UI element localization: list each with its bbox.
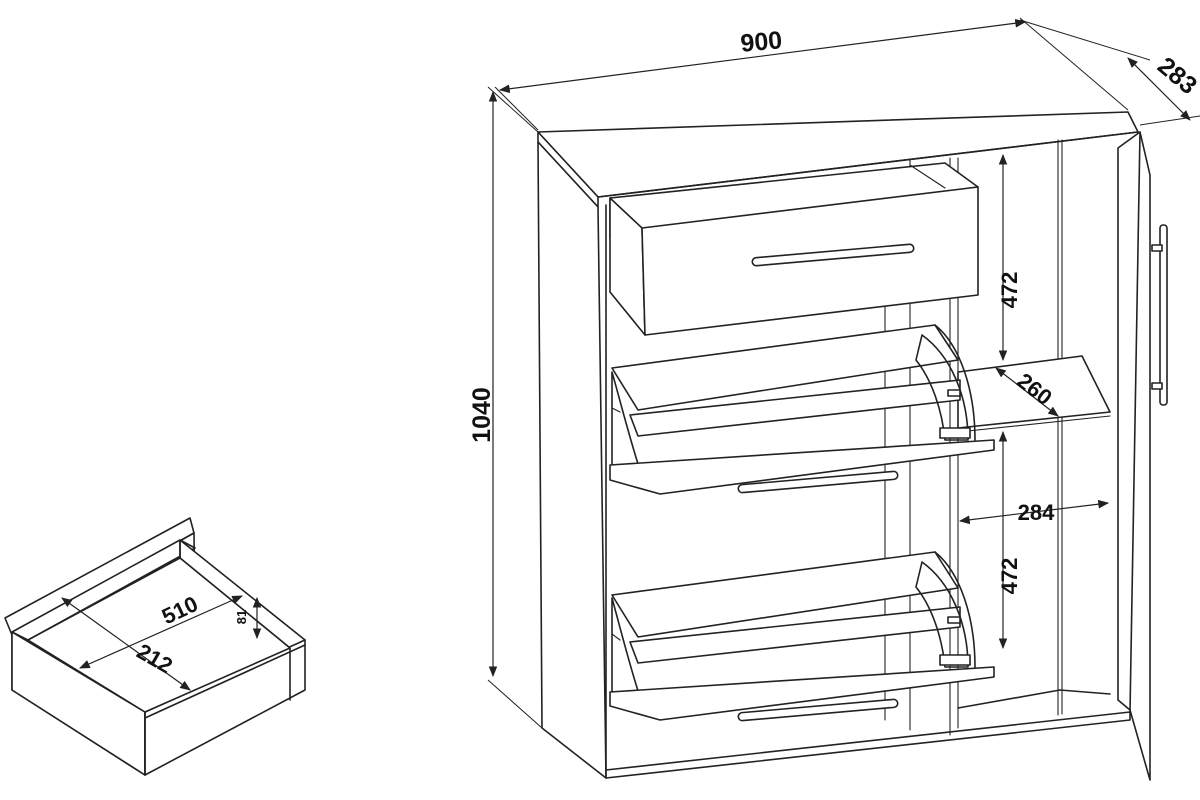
drawer-detail: 510 212 81: [4, 517, 306, 776]
shoe-flap-1-handle[interactable]: [737, 470, 899, 494]
cabinet-left-side: [537, 141, 607, 779]
top-drawer-handle[interactable]: [751, 243, 915, 267]
inner-width-label: 284: [1018, 500, 1055, 525]
inner-width-dim-line: [958, 499, 1110, 525]
shoe-cabinet: [537, 111, 1168, 781]
compartment-bottom-label: 472: [997, 558, 1022, 595]
compartment-top-label: 472: [997, 272, 1022, 309]
drawer-width-dim-line: [79, 595, 243, 669]
shelf-depth-dim-line: [995, 367, 1059, 417]
shoe-flap-2[interactable]: [609, 551, 995, 722]
depth-label: 283: [1152, 52, 1200, 100]
width-label: 900: [739, 26, 783, 58]
door-handle[interactable]: [1159, 224, 1168, 406]
drawer-height-label: 81: [234, 610, 249, 624]
shoe-flap-1[interactable]: [609, 324, 995, 495]
depth-dim-line: [1127, 57, 1191, 121]
height-label: 1040: [468, 387, 496, 443]
shoe-flap-2-handle[interactable]: [737, 698, 899, 722]
width-dim-line: [498, 18, 1027, 94]
